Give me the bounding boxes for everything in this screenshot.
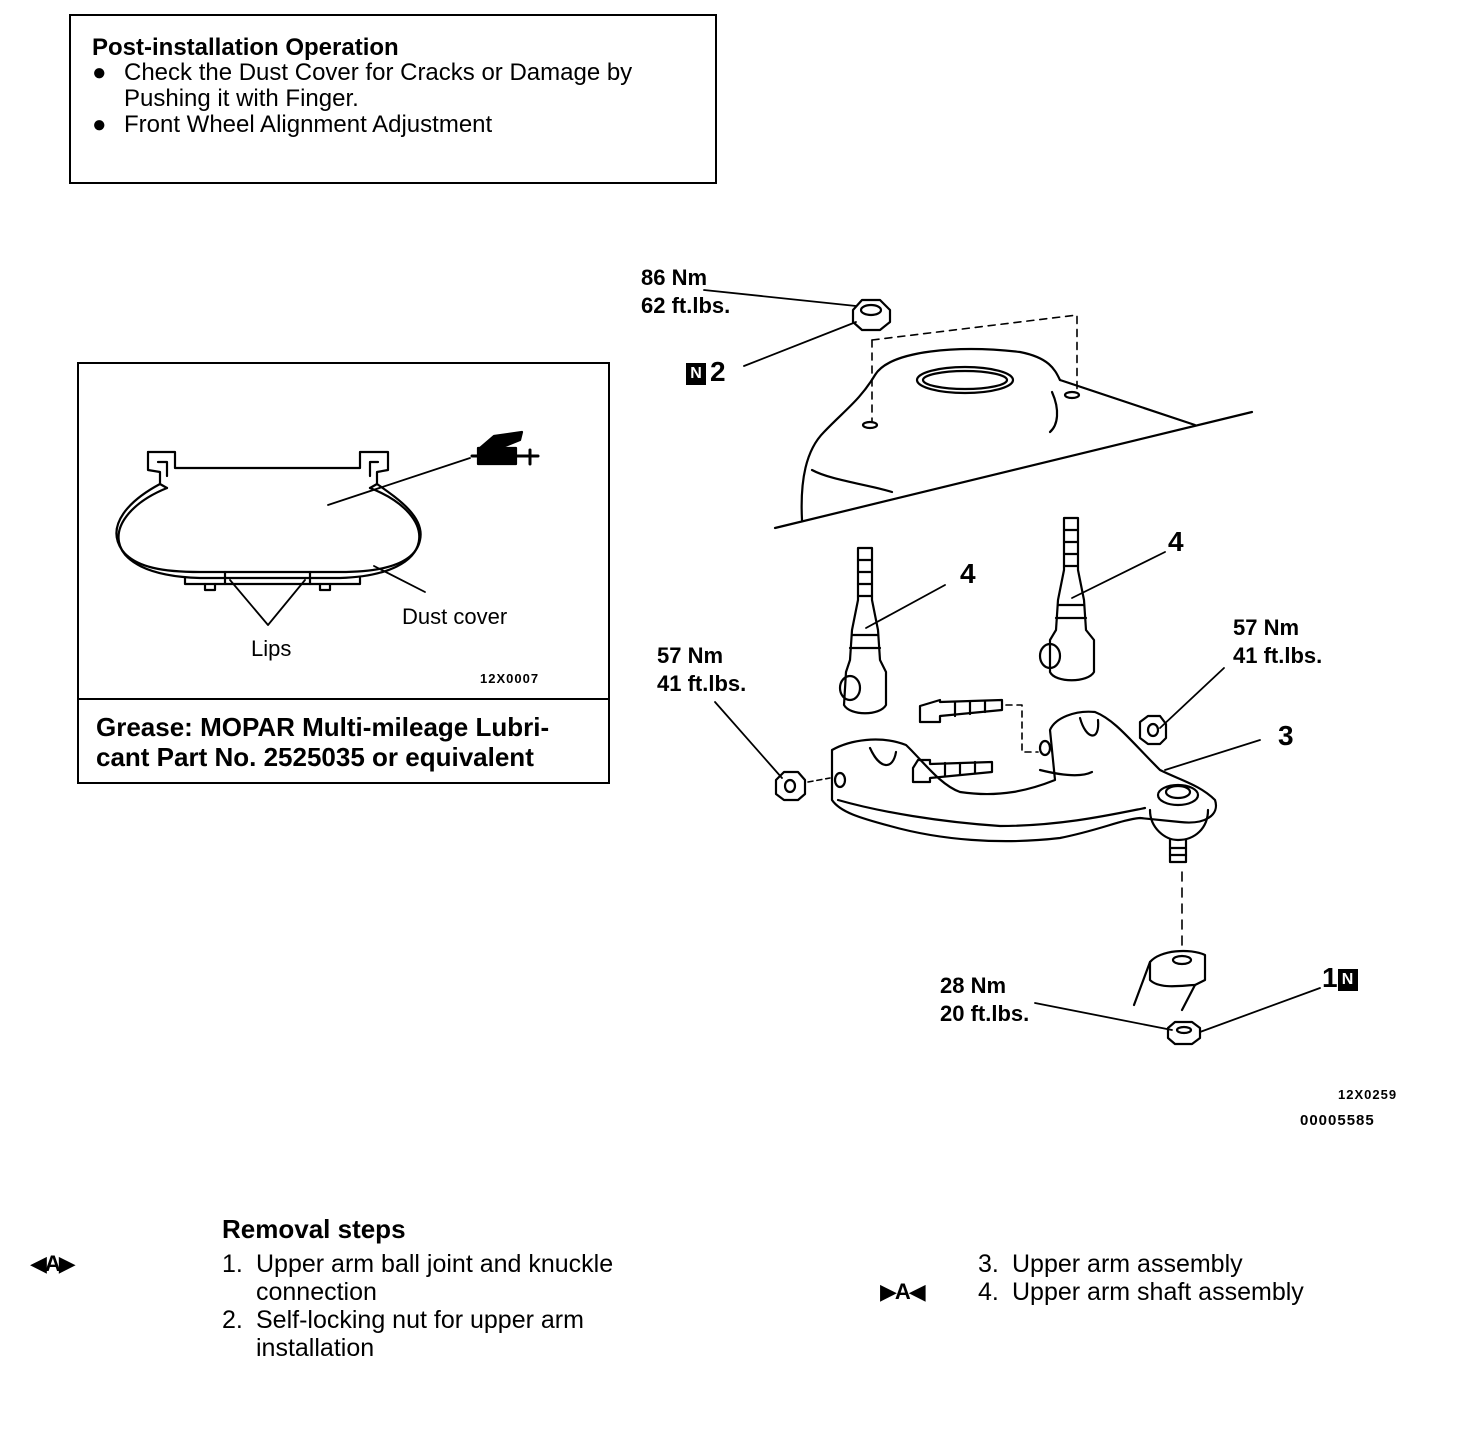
shaft-bolt-left <box>838 546 946 715</box>
upper-arm-drawing <box>830 710 1261 864</box>
n-mark-icon: N <box>686 362 706 385</box>
dust-cover-label: Dust cover <box>402 604 508 629</box>
torque-left: 57 Nm 41 ft.lbs. <box>657 643 747 696</box>
post-installation-title: Post-installation Operation <box>92 34 399 61</box>
callout-4-right: 4 <box>1168 526 1184 557</box>
list-item: ● Front Wheel Alignment Adjustment <box>92 111 493 138</box>
list-item: 4. Upper arm shaft assembly <box>978 1278 1304 1306</box>
torque-bottom: 28 Nm 20 ft.lbs. <box>940 973 1030 1026</box>
inset-divider <box>77 698 610 700</box>
body-mount-panel <box>773 314 1254 530</box>
figure-code: 12X0259 <box>1338 1087 1398 1102</box>
figure-number: 00005585 <box>1300 1112 1375 1129</box>
lips-label: Lips <box>251 636 292 661</box>
inset-figure-code: 12X0007 <box>480 671 540 686</box>
service-marker-right: ▶A◀ <box>880 1279 926 1304</box>
torque-right: 57 Nm 41 ft.lbs. <box>1233 615 1323 668</box>
bullet-icon: ● <box>92 111 107 138</box>
service-marker-left: ◀A▶ <box>30 1251 76 1276</box>
grease-gun-icon <box>470 430 540 466</box>
bullet-icon: ● <box>92 59 107 86</box>
torque-top: 86 Nm 62 ft.lbs. <box>641 265 731 318</box>
arm-shaft-nut-right <box>1138 667 1225 746</box>
removal-steps-right: 3. Upper arm assembly 4. Upper arm shaft… <box>978 1250 1304 1306</box>
removal-steps-title: Removal steps <box>222 1214 406 1244</box>
knuckle-drawing <box>1034 871 1321 1046</box>
top-self-locking-nut <box>703 289 892 367</box>
mounting-bolts <box>911 698 1039 784</box>
list-item: 1. Upper arm ball joint and knuckle conn… <box>222 1250 614 1306</box>
list-item: 3. Upper arm assembly <box>978 1250 1243 1278</box>
post-installation-box <box>69 14 717 184</box>
grease-spec: Grease: MOPAR Multi-mileage Lubri- cant … <box>96 712 550 772</box>
list-item: Pushing it with Finger. <box>124 85 359 112</box>
arm-shaft-nut-left <box>714 701 831 802</box>
callout-3: 3 <box>1278 720 1294 751</box>
callout-4-left: 4 <box>960 558 976 589</box>
removal-steps-left: 1. Upper arm ball joint and knuckle conn… <box>222 1250 613 1362</box>
list-item: 2. Self-locking nut for upper arm instal… <box>222 1306 584 1362</box>
dust-cover-drawing <box>115 450 471 626</box>
list-item: ● Check the Dust Cover for Cracks or Dam… <box>92 59 633 86</box>
post-installation-list: ● Check the Dust Cover for Cracks or Dam… <box>92 60 632 138</box>
shaft-bolt-right <box>1038 516 1166 682</box>
n-mark-icon: N <box>1337 968 1358 991</box>
